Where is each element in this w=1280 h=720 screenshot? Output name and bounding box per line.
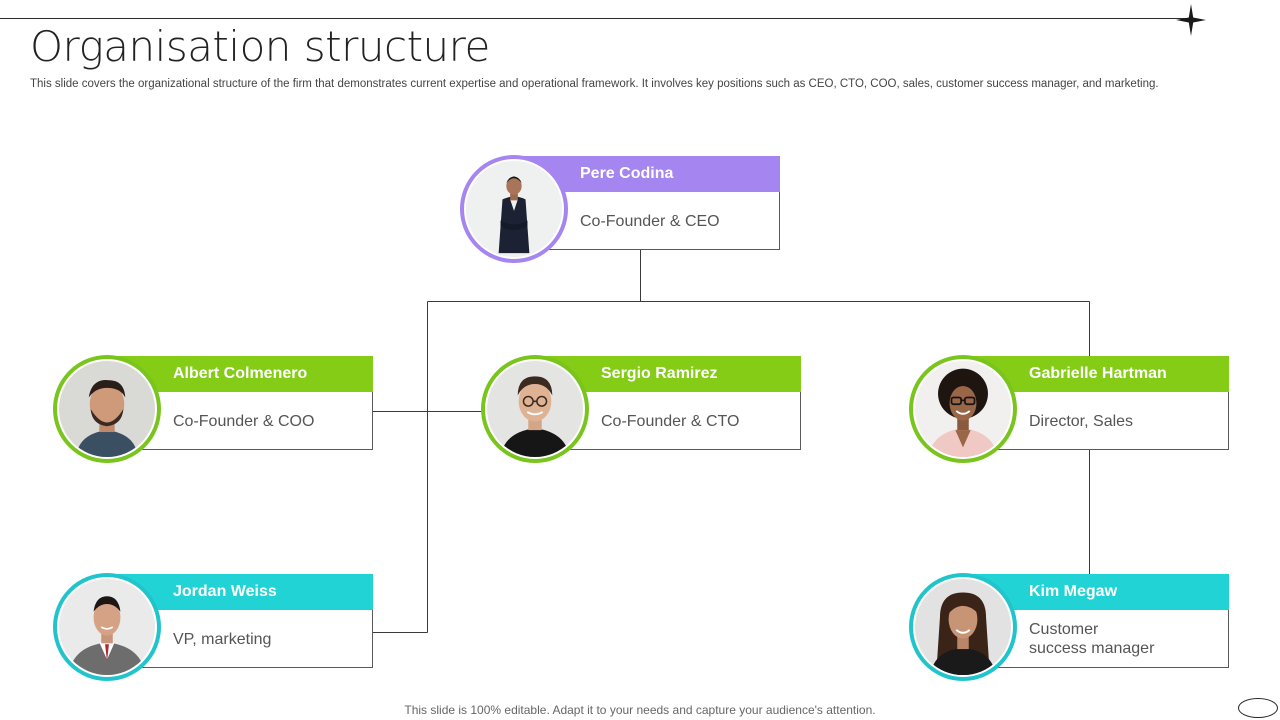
- member-name: Gabrielle Hartman: [1029, 365, 1167, 382]
- member-role-text: Co-Founder & CEO: [580, 212, 720, 230]
- member-name: Sergio Ramirez: [601, 365, 718, 382]
- oval-icon: [1238, 698, 1278, 718]
- avatar-photo: [481, 355, 589, 463]
- member-role-text: Co-Founder & COO: [173, 412, 315, 430]
- page-title: Organisation structure: [30, 22, 490, 71]
- footer-text: This slide is 100% editable. Adapt it to…: [404, 703, 876, 717]
- avatar-photo: [460, 155, 568, 263]
- member-role-text: Director, Sales: [1029, 412, 1134, 430]
- member-name: Pere Codina: [580, 165, 674, 182]
- avatar-photo: [53, 573, 161, 681]
- page-subtitle: This slide covers the organizational str…: [30, 78, 1159, 90]
- member-role: Co-Founder & CEO: [580, 194, 770, 248]
- member-role: Co-Founder & COO: [173, 394, 363, 448]
- avatar-photo: [909, 573, 1017, 681]
- card-marketing: Jordan Weiss VP, marketing: [53, 573, 373, 681]
- member-name: Albert Colmenero: [173, 365, 308, 382]
- member-role-line-2: success manager: [1029, 640, 1155, 657]
- avatar-photo: [53, 355, 161, 463]
- card-ceo: Pere Codina Co-Founder & CEO: [460, 155, 780, 263]
- member-role: Co-Founder & CTO: [601, 394, 791, 448]
- member-role-text: VP, marketing: [173, 630, 272, 648]
- member-name: Jordan Weiss: [173, 583, 277, 600]
- footer-note: This slide is 100% editable. Adapt it to…: [0, 703, 1280, 717]
- card-csm: Kim Megaw Customer success manager: [909, 573, 1229, 681]
- member-role-line-1: Customer: [1029, 621, 1099, 638]
- member-role: Director, Sales: [1029, 394, 1219, 448]
- member-role-text: Co-Founder & CTO: [601, 412, 740, 430]
- avatar-photo: [909, 355, 1017, 463]
- four-point-star-icon: [1176, 4, 1206, 36]
- member-name: Kim Megaw: [1029, 583, 1118, 600]
- card-cto: Sergio Ramirez Co-Founder & CTO: [481, 355, 801, 463]
- member-role: VP, marketing: [173, 612, 363, 666]
- member-role: Customer success manager: [1029, 612, 1219, 666]
- card-coo: Albert Colmenero Co-Founder & COO: [53, 355, 373, 463]
- top-rule: [0, 18, 1190, 19]
- card-sales: Gabrielle Hartman Director, Sales: [909, 355, 1229, 463]
